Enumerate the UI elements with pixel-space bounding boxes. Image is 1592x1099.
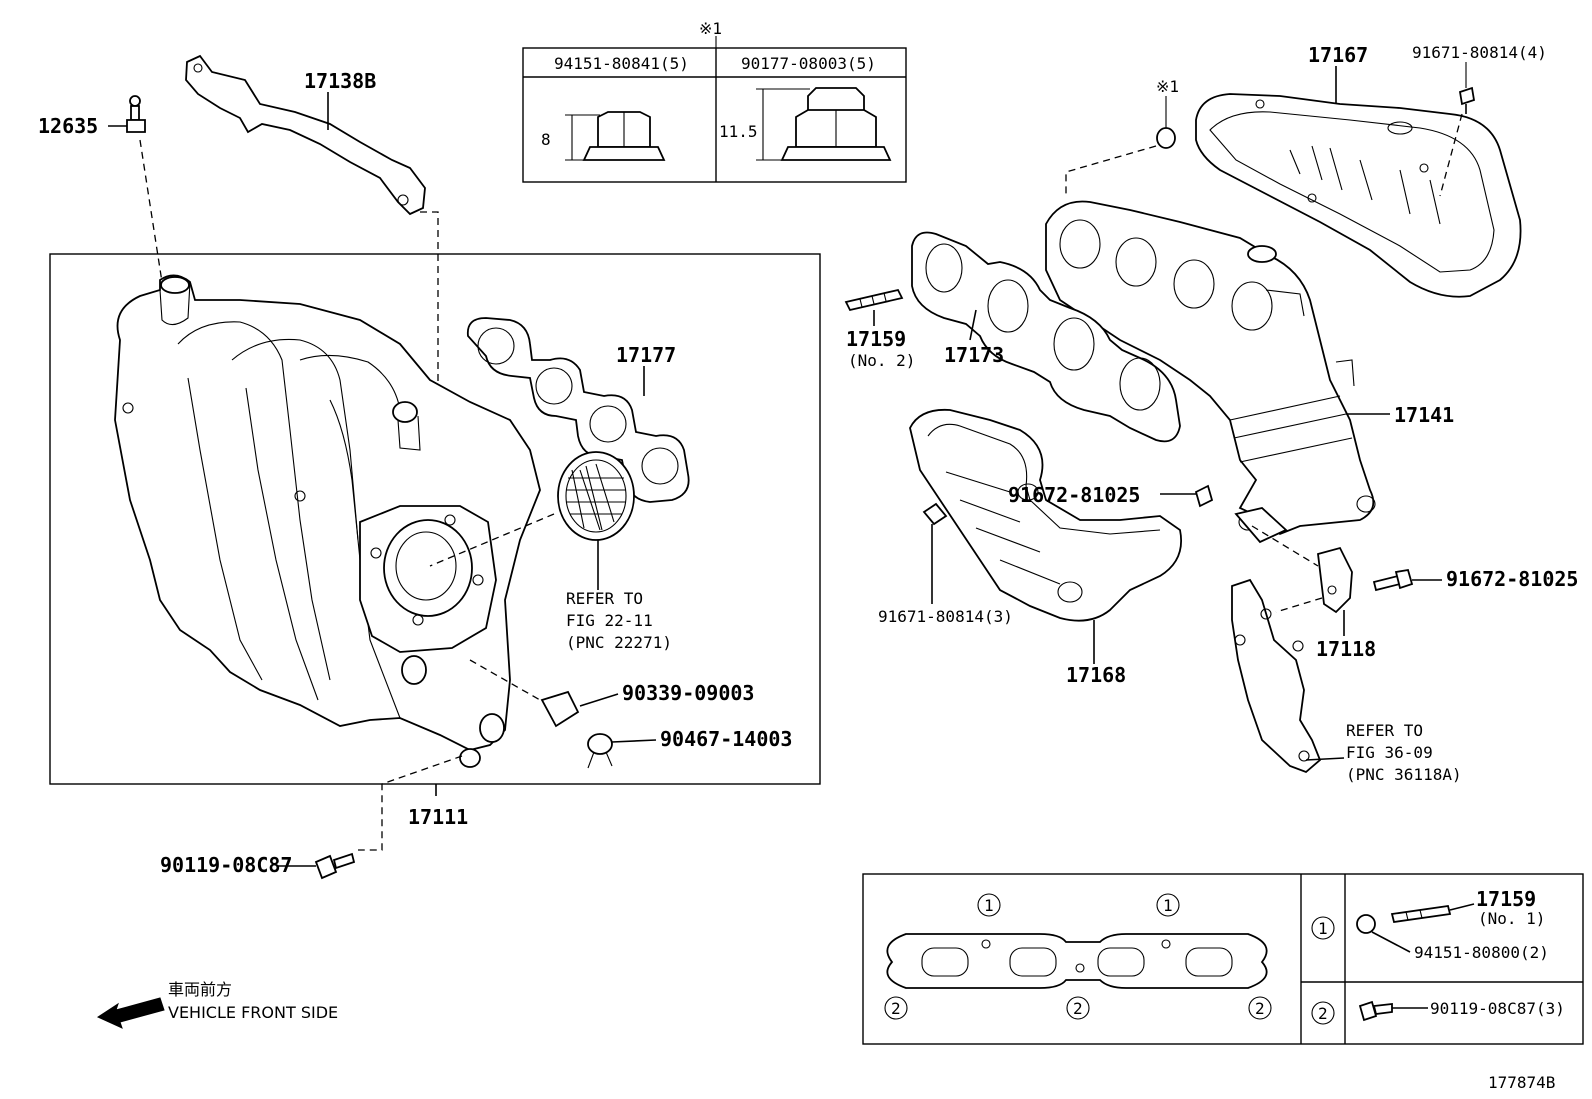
stud-17159-no2-drawing <box>844 288 904 312</box>
legend-marker-2a-label: 2 <box>891 999 901 1018</box>
exhaust-manifold-group: 17167 91671-80814(4) ※1 17141 <box>844 43 1578 784</box>
throttle-gasket-ring-drawing <box>557 451 635 541</box>
nut-table-col2-dim: 11.5 <box>719 122 758 141</box>
stud-12635-drawing <box>126 95 146 133</box>
heat-insulator-17167-drawing <box>1195 93 1522 298</box>
legend-17159-no1-sub: (No. 1) <box>1478 909 1545 928</box>
intake-manifold-frame <box>49 253 821 785</box>
legend-row1-marker-label: 1 <box>1318 919 1328 938</box>
nut-spec-table: ※1 94151-80841(5) 90177-08003(5) 8 11.5 <box>522 19 907 183</box>
legend-marker-2a: 2 <box>884 996 908 1020</box>
nut-table-col1-part: 94151-80841(5) <box>554 54 689 73</box>
gasket-17173-drawing <box>911 231 1181 443</box>
legend-marker-1b-label: 1 <box>1163 896 1173 915</box>
callout-90339: 90339-09003 <box>622 681 754 705</box>
legend-marker-2b-label: 2 <box>1073 999 1083 1018</box>
callout-17168: 17168 <box>1066 663 1126 687</box>
callout-marker-nut: ※1 <box>1156 77 1179 96</box>
exhaust-manifold-17141-drawing <box>1045 200 1376 544</box>
callout-91671-80814-4: 91671-80814(4) <box>1412 43 1547 62</box>
clip-90467-drawing <box>587 733 613 769</box>
legend-marker-2c: 2 <box>1248 996 1272 1020</box>
legend-row2-marker: 2 <box>1311 1001 1335 1025</box>
callout-17167: 17167 <box>1308 43 1368 67</box>
callout-90119-bolt: 90119-08C87 <box>160 853 292 877</box>
stud-17159-no1-drawing <box>1390 904 1452 924</box>
callout-17141: 17141 <box>1394 403 1454 427</box>
callout-90467: 90467-14003 <box>660 727 792 751</box>
callout-17159-no2: 17159 <box>846 327 906 351</box>
front-side-en: VEHICLE FRONT SIDE <box>168 1003 338 1022</box>
bracket-17118-drawing <box>1231 546 1353 774</box>
callout-17138B: 17138B <box>304 69 376 93</box>
callout-refer1-line2: FIG 22-11 <box>566 611 653 630</box>
nut-table-col1-dim: 8 <box>541 130 551 149</box>
legend-17159-no1: 17159 <box>1476 887 1536 911</box>
bolt-91671-3-drawing <box>922 502 948 526</box>
figure-id: 177874B <box>1488 1073 1555 1092</box>
front-side-jp: 車両前方 <box>168 980 232 999</box>
callout-17111: 17111 <box>408 805 468 829</box>
stud-legend-box: 1 1 2 2 2 1 2 <box>862 873 1584 1045</box>
callout-12635: 12635 <box>38 114 98 138</box>
intake-manifold-17111-drawing <box>114 274 541 768</box>
callout-refer2-line3: (PNC 36118A) <box>1346 765 1462 784</box>
callout-91671-80814-3: 91671-80814(3) <box>878 607 1013 626</box>
bolt-91672-lower-drawing <box>1372 568 1414 592</box>
bolt-91672-upper-drawing <box>1194 484 1214 508</box>
flange-nut-small-drawing <box>565 111 666 161</box>
gasket-17177-drawing <box>466 317 690 503</box>
nut-table-col2-part: 90177-08003(5) <box>741 54 876 73</box>
bracket-17138B-drawing <box>185 54 426 216</box>
callout-91672-lower: 91672-81025 <box>1446 567 1578 591</box>
legend-row1-marker: 1 <box>1311 916 1335 940</box>
callout-17159-no2-sub: (No. 2) <box>848 351 915 370</box>
legend-marker-2b: 2 <box>1066 996 1090 1020</box>
callout-91672-upper: 91672-81025 <box>1008 483 1140 507</box>
callout-refer1-line3: (PNC 22271) <box>566 633 672 652</box>
legend-marker-1b: 1 <box>1156 893 1180 917</box>
legend-90119-08C87: 90119-08C87(3) <box>1430 999 1565 1018</box>
callout-refer1-line1: REFER TO <box>566 589 643 608</box>
front-arrow-icon <box>96 997 165 1029</box>
callout-refer2-line1: REFER TO <box>1346 721 1423 740</box>
legend-94151-80800: 94151-80800(2) <box>1414 943 1549 962</box>
callout-17173: 17173 <box>944 343 1004 367</box>
heat-insulator-17168-drawing <box>909 408 1182 622</box>
flange-nut-tall-drawing <box>756 87 892 161</box>
nut-marker-drawing <box>1156 127 1176 149</box>
legend-marker-2c-label: 2 <box>1255 999 1265 1018</box>
nut-table-marker: ※1 <box>699 19 722 38</box>
nut-94151-80800-drawing <box>1356 914 1376 934</box>
legend-marker-1a-label: 1 <box>984 896 994 915</box>
plug-90339-drawing <box>540 690 580 728</box>
bolt-91671-4-drawing <box>1458 86 1476 106</box>
vehicle-front-indicator: 車両前方 VEHICLE FRONT SIDE <box>96 980 338 1029</box>
legend-row2-marker-label: 2 <box>1318 1004 1328 1023</box>
gasket-legend-drawing <box>886 933 1268 989</box>
callout-refer2-line2: FIG 36-09 <box>1346 743 1433 762</box>
intake-manifold-group: 12635 17138B <box>38 54 821 880</box>
callout-17177: 17177 <box>616 343 676 367</box>
callout-17118: 17118 <box>1316 637 1376 661</box>
legend-marker-1a: 1 <box>977 893 1001 917</box>
bolt-90119-08c87-legend-drawing <box>1358 1000 1393 1022</box>
bolt-90119-drawing <box>314 852 356 880</box>
